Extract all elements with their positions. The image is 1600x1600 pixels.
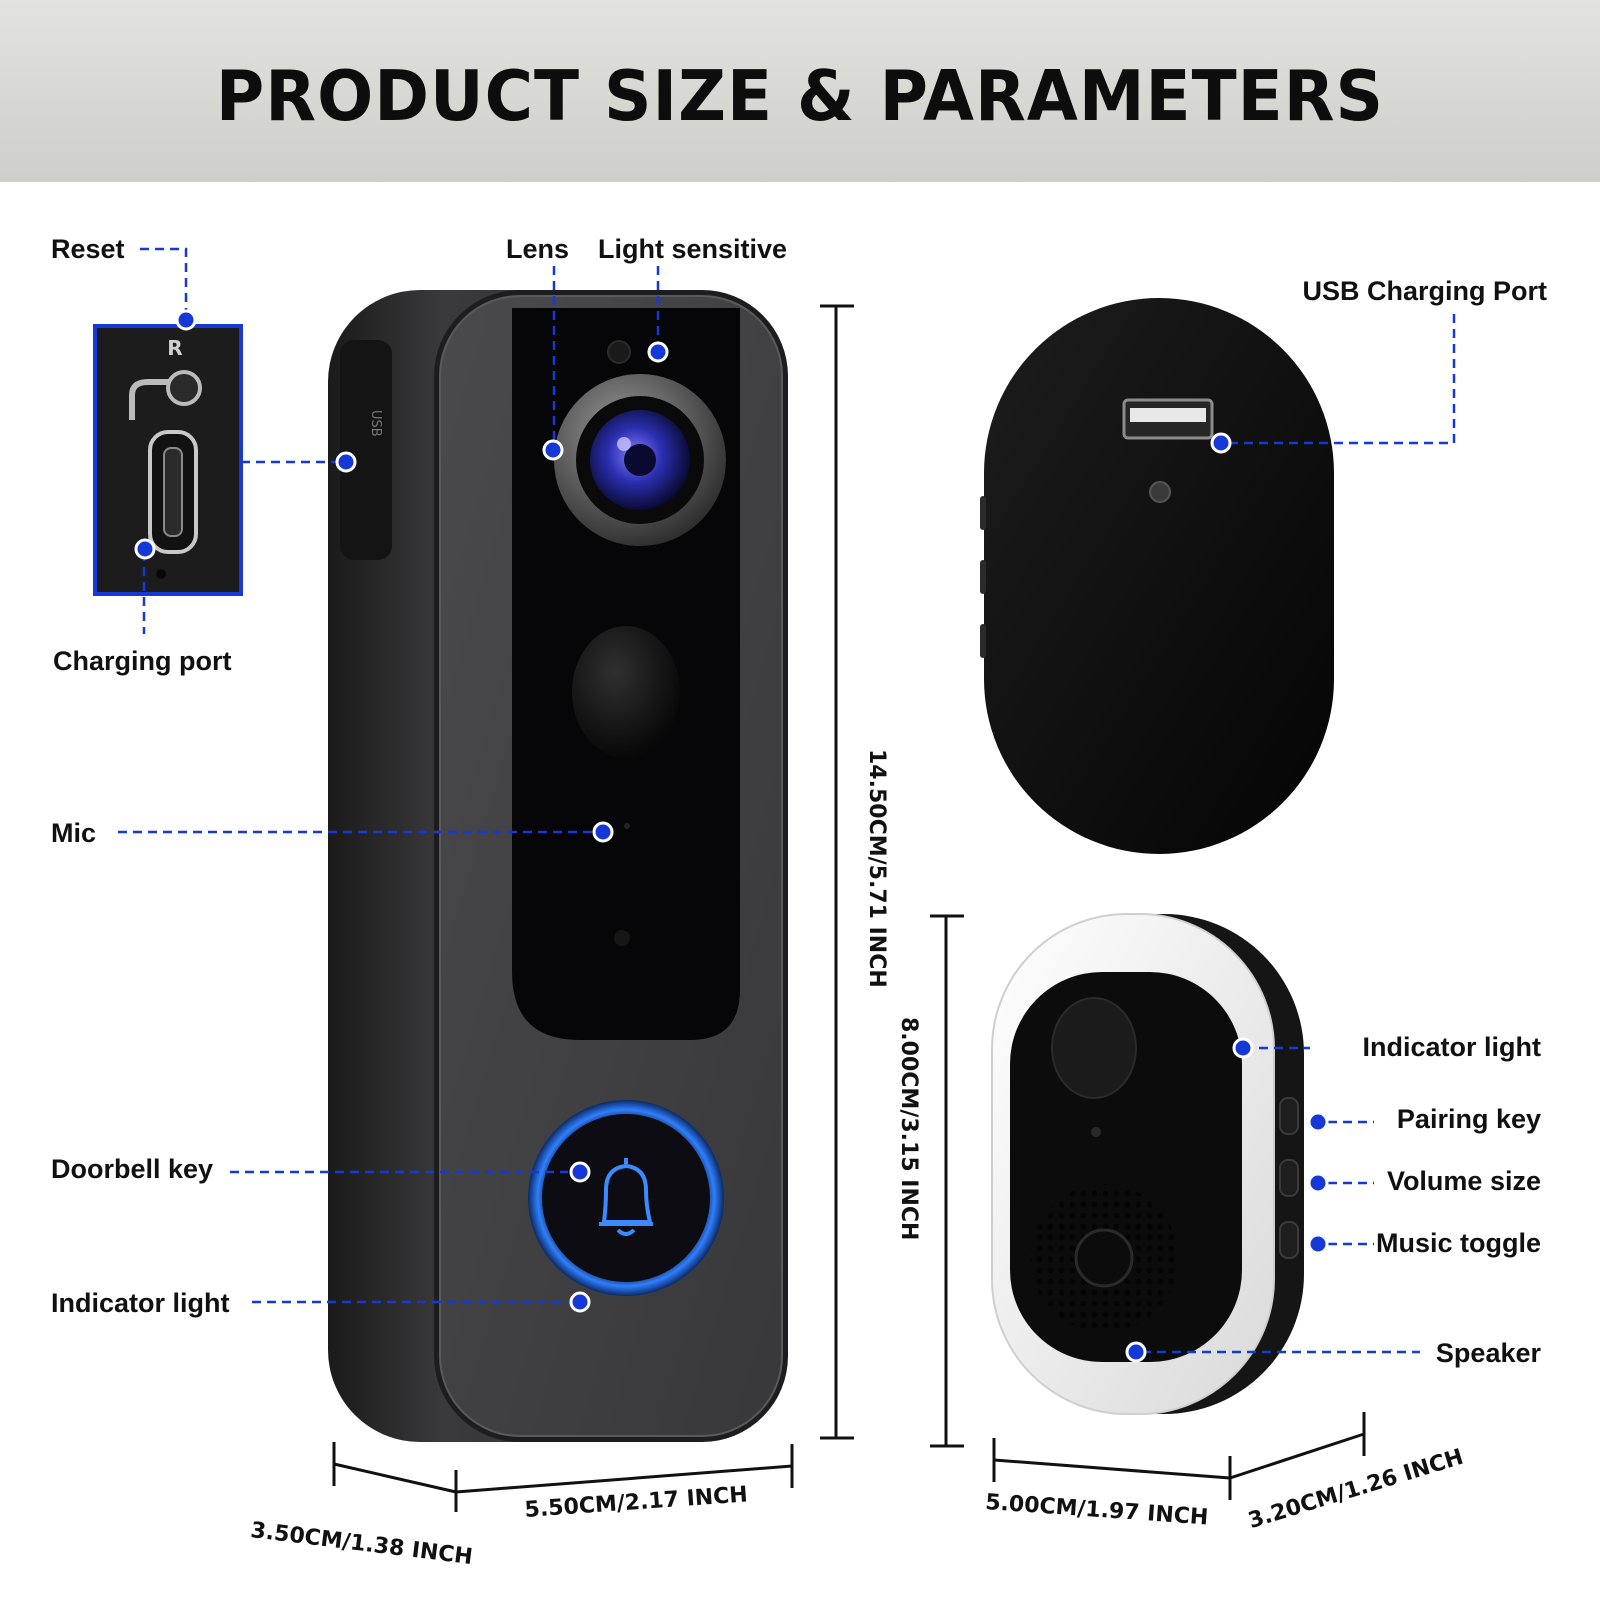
usb-dot — [335, 451, 357, 473]
volume-size-dot — [1307, 1172, 1329, 1194]
mic-label: Mic — [51, 818, 97, 848]
video-doorbell: USB — [328, 290, 788, 1442]
lens-label: Lens — [506, 234, 570, 264]
side-usb-port-cover — [340, 340, 392, 560]
chime-indicator-dot — [1232, 1037, 1254, 1059]
lens-dot — [542, 439, 564, 461]
light-sensitive-dot — [647, 341, 669, 363]
music-toggle-button — [1279, 1221, 1299, 1259]
music-toggle-dot — [1307, 1233, 1329, 1255]
chime-height-dim: 8.00CM/3.15 INCH — [896, 1017, 921, 1241]
usb-charging-port-dot — [1210, 432, 1232, 454]
reset-label: Reset — [51, 234, 125, 264]
page-title: PRODUCT SIZE & PARAMETERS — [215, 56, 1385, 137]
music-toggle-label: Music toggle — [1375, 1228, 1541, 1258]
chime-indicator-light-label: Indicator light — [1362, 1032, 1542, 1062]
chime-back-view — [980, 298, 1334, 854]
mic-dot — [592, 821, 614, 843]
doorbell-key-dot — [569, 1161, 591, 1183]
light-sensor — [607, 340, 631, 364]
title-banner: PRODUCT SIZE & PARAMETERS — [0, 0, 1600, 182]
pairing-key-dot — [1307, 1111, 1329, 1133]
chime-button — [1051, 997, 1137, 1099]
reset-dot — [175, 309, 197, 331]
chime-front-view — [991, 913, 1304, 1415]
indicator-light-dot — [569, 1291, 591, 1313]
port-inset-photo: R — [93, 324, 243, 596]
usb-charging-port-label: USB Charging Port — [1302, 276, 1547, 306]
callout-dots — [134, 309, 1329, 1363]
doorbell-key-label: Doorbell key — [51, 1154, 214, 1184]
volume-button — [1279, 1159, 1299, 1197]
speaker-dot — [1125, 1341, 1147, 1363]
usb-marking: USB — [368, 410, 383, 437]
inset-mic-hole — [156, 569, 166, 579]
doorbell-height-dim: 14.50CM/5.71 INCH — [864, 749, 889, 988]
reset-button — [166, 370, 202, 406]
pairing-key-label: Pairing key — [1396, 1104, 1541, 1134]
light-sensitive-label: Light sensitive — [598, 234, 788, 264]
charging-port-dot — [134, 538, 156, 560]
chime-reset-hole — [1149, 481, 1171, 503]
speaker-label: Speaker — [1435, 1338, 1541, 1368]
charging-port-label: Charging port — [53, 646, 232, 676]
pir-sensor — [572, 626, 680, 758]
callout-lines — [118, 247, 1456, 1354]
mic-hole — [624, 823, 630, 829]
pairing-key-button — [1279, 1097, 1299, 1135]
dimension-lines — [332, 304, 1366, 1512]
volume-size-label: Volume size — [1386, 1166, 1541, 1196]
indicator-light-label: Indicator light — [51, 1288, 230, 1318]
reset-marking: R — [167, 336, 182, 360]
bell-icon — [599, 1158, 653, 1236]
